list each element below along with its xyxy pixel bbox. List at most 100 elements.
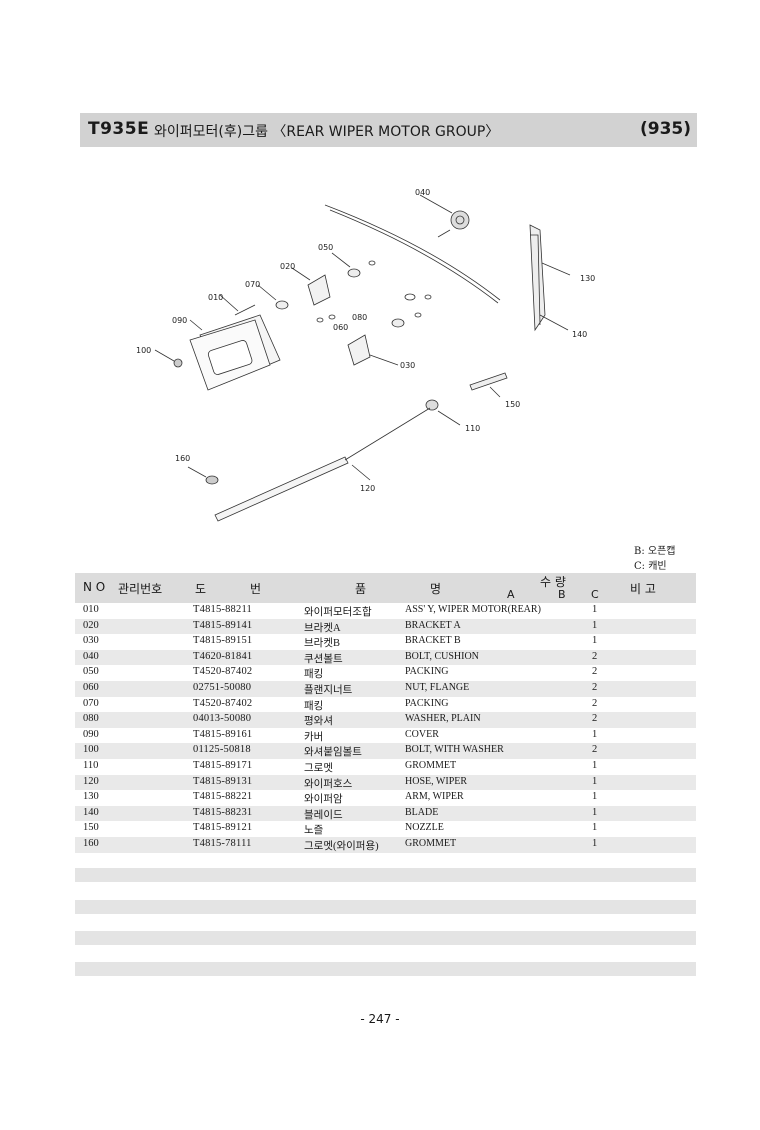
cell-part-no: T4815-78111 <box>193 837 252 849</box>
header-qty-a: A <box>507 588 515 601</box>
cell-no: 080 <box>83 713 99 725</box>
cell-name-kr: 패킹 <box>304 700 324 712</box>
group-header: T935E 와이퍼모터(후)그룹 〈REAR WIPER MOTOR GROUP… <box>80 113 697 147</box>
blank-row <box>75 868 696 882</box>
group-code: T935E <box>88 119 150 139</box>
cell-name-kr: 노즐 <box>304 825 324 837</box>
cell-name-kr: 그로멧 <box>304 762 333 774</box>
callout-060: 060 <box>333 323 348 332</box>
callout-020: 020 <box>280 262 295 271</box>
cell-part-no: T4815-88221 <box>193 791 253 803</box>
cell-part-no: T4815-89121 <box>193 822 253 834</box>
cell-name-en: NUT, FLANGE <box>405 681 470 693</box>
cell-name-en: NOZZLE <box>405 822 444 834</box>
cell-name-en: BRACKET B <box>405 635 461 647</box>
cell-part-no: T4815-89151 <box>193 635 253 647</box>
blank-row <box>75 931 696 945</box>
header-qty: 수 량 <box>540 575 566 589</box>
cell-part-no: T4520-87402 <box>193 666 253 678</box>
cell-no: 110 <box>83 759 99 771</box>
cell-name-kr: 플랜지너트 <box>304 684 353 696</box>
cell-part-no: T4815-89131 <box>193 775 253 787</box>
cell-part-no: T4620-81841 <box>193 650 253 662</box>
callout-140: 140 <box>572 330 587 339</box>
cell-qty: 1 <box>592 728 598 740</box>
header-mgmt-no: 관리번호 <box>118 582 163 596</box>
table-row: 120 T4815-89131 와이퍼호스 HOSE, WIPER 1 <box>75 774 696 791</box>
cell-name-kr: 와이퍼암 <box>304 794 343 806</box>
callout-110: 110 <box>465 424 480 433</box>
cell-no: 120 <box>83 775 99 787</box>
cell-no: 020 <box>83 619 99 631</box>
cell-no: 030 <box>83 635 99 647</box>
callout-130: 130 <box>580 274 595 283</box>
cell-no: 060 <box>83 681 99 693</box>
header-drawing-1: 도 <box>195 582 207 596</box>
cell-name-en: BRACKET A <box>405 619 461 631</box>
cell-qty: 1 <box>592 837 598 849</box>
cell-qty: 2 <box>592 744 598 756</box>
cell-qty: 2 <box>592 650 598 662</box>
callout-150: 150 <box>505 400 520 409</box>
cell-qty: 1 <box>592 806 598 818</box>
cell-no: 050 <box>83 666 99 678</box>
cell-name-en: BOLT, CUSHION <box>405 650 479 662</box>
cell-qty: 1 <box>592 822 598 834</box>
cell-name-en: GROMMET <box>405 837 457 849</box>
cell-part-no: T4815-88211 <box>193 604 252 615</box>
cell-name-en: COVER <box>405 728 439 740</box>
cell-no: 160 <box>83 837 99 849</box>
parts-table-header: N O 관리번호 도 번 품 명 수 량 A B C 비 고 <box>75 573 696 603</box>
header-no: N O <box>83 580 106 594</box>
header-name-1: 품 <box>355 582 367 596</box>
cell-no: 150 <box>83 822 99 834</box>
callout-120: 120 <box>360 484 375 493</box>
cell-qty: 1 <box>592 759 598 771</box>
cell-qty: 2 <box>592 713 598 725</box>
cell-no: 010 <box>83 604 99 615</box>
cell-qty: 1 <box>592 791 598 803</box>
cell-no: 100 <box>83 744 99 756</box>
cell-qty: 1 <box>592 635 598 647</box>
cell-name-en: PACKING <box>405 697 449 709</box>
cell-no: 070 <box>83 697 99 709</box>
cell-qty: 1 <box>592 604 598 615</box>
cell-name-kr: 블레이드 <box>304 809 343 821</box>
cell-name-en: WASHER, PLAIN <box>405 713 481 725</box>
callout-040: 040 <box>415 188 430 197</box>
header-drawing-2: 번 <box>250 582 262 596</box>
header-name-2: 명 <box>430 582 442 596</box>
table-row: 160 T4815-78111 그로멧(와이퍼용) GROMMET 1 <box>75 836 696 853</box>
cell-name-kr: 와이퍼호스 <box>304 778 353 790</box>
callout-080: 080 <box>352 313 367 322</box>
cell-part-no: 01125-50818 <box>193 744 251 756</box>
group-title: 와이퍼모터(후)그룹 〈REAR WIPER MOTOR GROUP〉 <box>154 124 500 140</box>
cell-name-en: GROMMET <box>405 759 457 771</box>
cell-name-kr: 와이퍼모터조합 <box>304 607 372 618</box>
header-qty-b: B <box>558 588 566 601</box>
cell-part-no: T4815-88231 <box>193 806 253 818</box>
cell-qty: 2 <box>592 681 598 693</box>
cell-name-en: HOSE, WIPER <box>405 775 468 787</box>
blank-row <box>75 900 696 914</box>
cell-name-kr: 카버 <box>304 731 324 743</box>
legend-open-cap: B: 오픈캡 <box>634 546 676 557</box>
callout-030: 030 <box>400 361 415 370</box>
cell-name-en: BOLT, WITH WASHER <box>405 744 504 756</box>
exploded-parts-diagram: 040 050 020 070 010 090 080 060 100 030 … <box>136 188 595 522</box>
cell-name-kr: 그로멧(와이퍼용) <box>304 840 379 852</box>
cell-name-en: PACKING <box>405 666 449 678</box>
callout-010: 010 <box>208 293 223 302</box>
cell-qty: 1 <box>592 775 598 787</box>
page-number: - 247 - <box>360 1012 400 1026</box>
cell-qty: 2 <box>592 666 598 678</box>
cell-name-en: BLADE <box>405 806 439 818</box>
